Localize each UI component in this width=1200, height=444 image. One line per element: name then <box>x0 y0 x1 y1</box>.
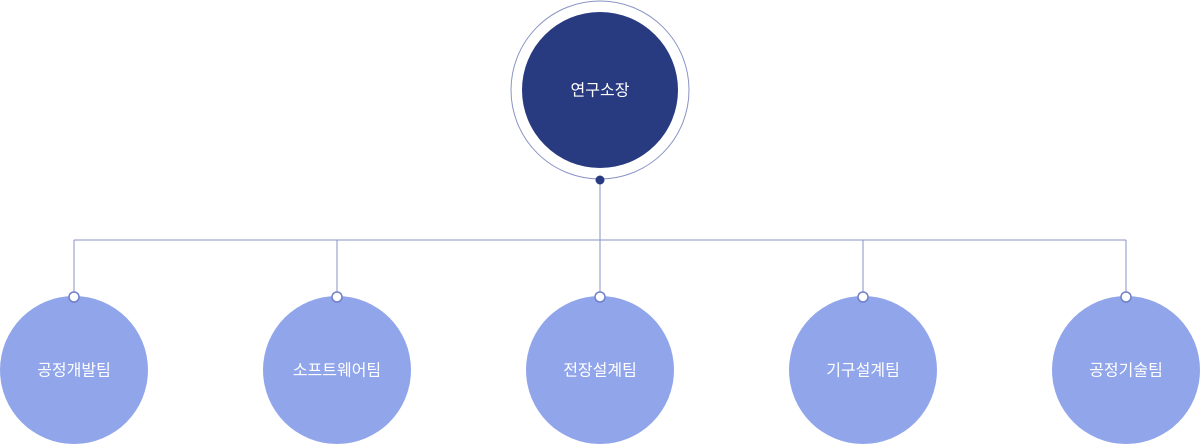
team-label: 소프트웨어팀 <box>293 361 381 380</box>
team-node: 전장설계팀 <box>526 291 674 444</box>
team-circle <box>0 296 148 444</box>
team-connector-dot <box>594 291 606 303</box>
team-node: 기구설계팀 <box>789 291 937 444</box>
team-label: 전장설계팀 <box>563 361 637 380</box>
team-node: 소프트웨어팀 <box>263 291 411 444</box>
team-circle <box>263 296 411 444</box>
team-node: 공정기술팀 <box>1052 291 1200 444</box>
root-circle <box>522 12 678 168</box>
team-circle <box>789 296 937 444</box>
team-label: 공정개발팀 <box>37 361 111 380</box>
team-label: 공정기술팀 <box>1089 361 1163 380</box>
team-connector-dot <box>1120 291 1132 303</box>
team-connector-dot <box>857 291 869 303</box>
team-circle <box>526 296 674 444</box>
root-node: 연구소장 <box>510 0 690 185</box>
team-label: 기구설계팀 <box>826 361 900 380</box>
team-connector-dot <box>68 291 80 303</box>
team-connector-dot <box>331 291 343 303</box>
team-circle <box>1052 296 1200 444</box>
team-node: 공정개발팀 <box>0 291 148 444</box>
root-connector-dot <box>595 175 605 185</box>
root-label: 연구소장 <box>571 81 630 100</box>
